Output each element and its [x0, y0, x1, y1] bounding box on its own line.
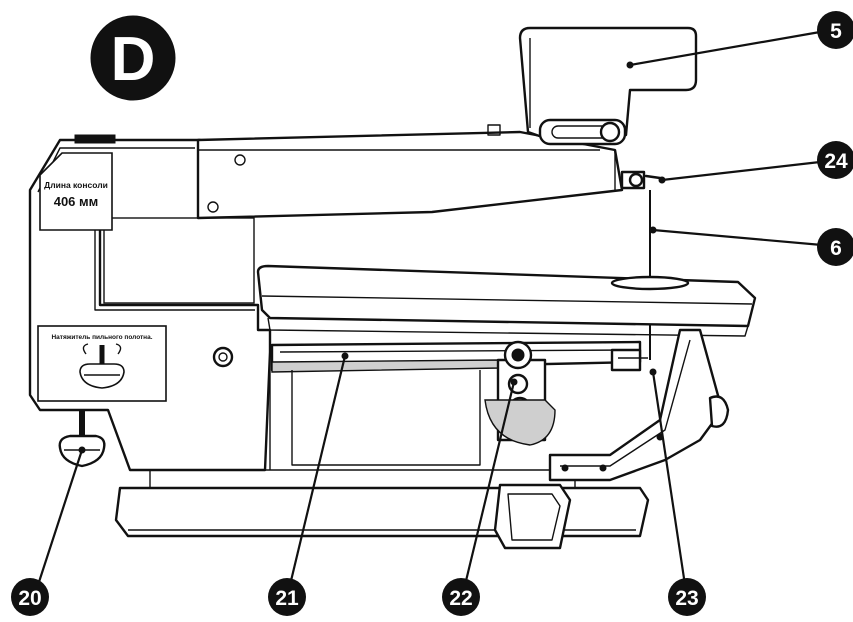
blade-guard [487, 26, 698, 146]
saw-base [114, 469, 650, 550]
tension-knob [58, 410, 106, 468]
arm-length-value: 406 мм [54, 194, 99, 209]
callout-22: 22 [442, 578, 480, 616]
leader-24 [661, 160, 821, 182]
arm-length-caption: Длина консоли [44, 180, 108, 190]
tension-label-box: Натяжитель пильного полотна. [37, 325, 167, 402]
svg-text:21: 21 [275, 587, 299, 610]
leader-5 [629, 30, 821, 67]
callout-5: 5 [817, 11, 853, 49]
leader-lines [36, 30, 823, 586]
svg-text:23: 23 [675, 587, 698, 610]
callout-6: 6 [817, 228, 853, 266]
leader-22 [463, 381, 516, 586]
callout-21: 21 [268, 578, 306, 616]
leader-20 [36, 449, 84, 586]
motor-housing [212, 346, 481, 470]
figure-badge: D [90, 15, 176, 101]
svg-text:22: 22 [449, 587, 472, 610]
leader-21 [288, 355, 347, 586]
svg-text:6: 6 [830, 237, 842, 260]
callout-20: 20 [11, 578, 49, 616]
upper-arm [196, 130, 624, 220]
lower-blade-holder [610, 348, 648, 372]
callout-24: 24 [817, 141, 853, 179]
arm-length-label: Длина консоли 406 мм [39, 152, 113, 231]
svg-text:24: 24 [824, 150, 848, 173]
leader-6 [652, 228, 823, 247]
lower-arm [270, 340, 642, 373]
figure-letter: D [111, 25, 156, 94]
svg-text:5: 5 [830, 20, 842, 43]
tension-knob-icon [79, 343, 125, 389]
leader-23 [651, 371, 687, 586]
table-bracket [548, 328, 730, 482]
svg-text:20: 20 [18, 587, 41, 610]
tension-label-text: Натяжитель пильного полотна. [51, 334, 152, 341]
upper-blade-clamp [620, 170, 662, 190]
work-table [256, 264, 757, 337]
callout-23: 23 [668, 578, 706, 616]
